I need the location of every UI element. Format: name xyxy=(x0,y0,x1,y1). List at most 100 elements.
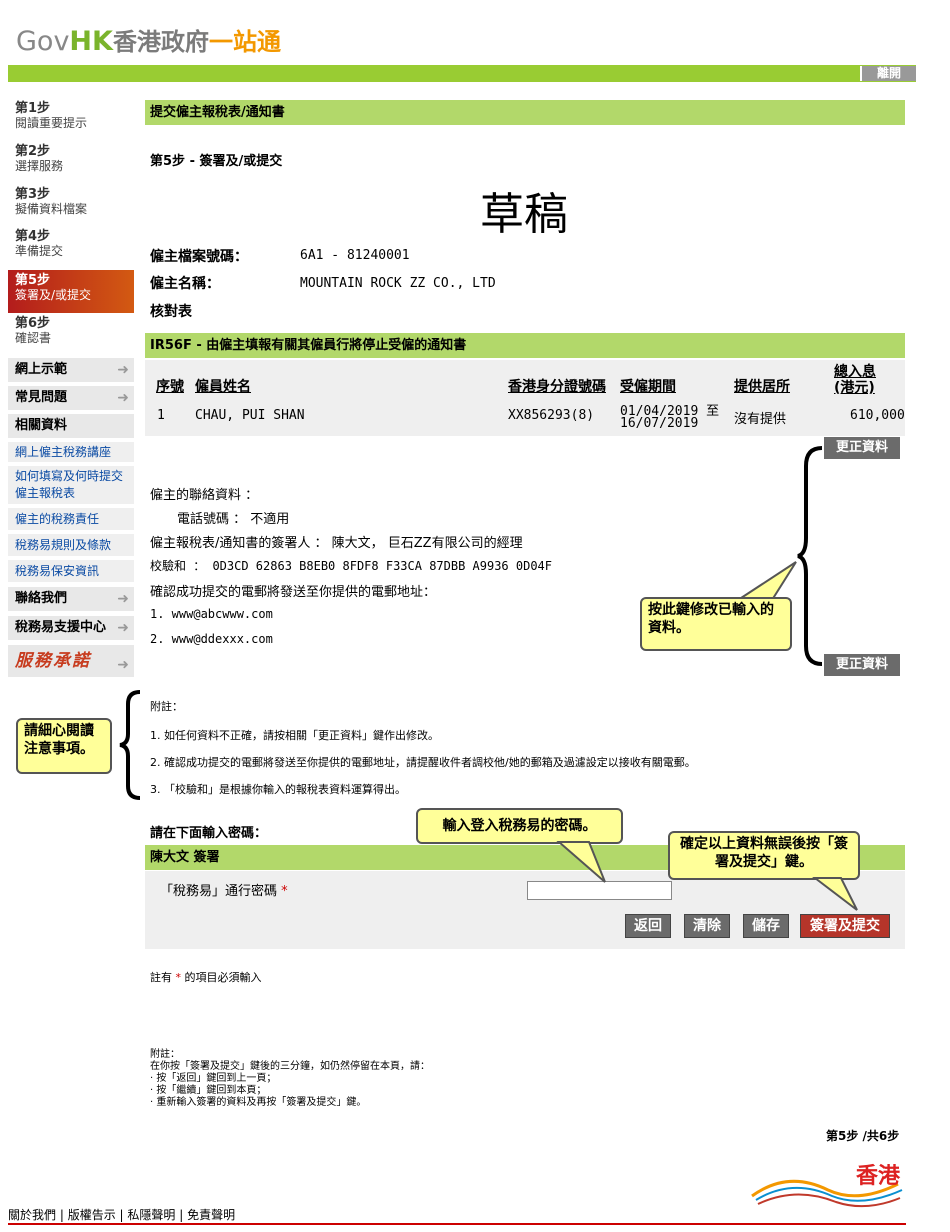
col-header-name: 僱員姓名 xyxy=(195,379,251,395)
footer-links: 關於我們 | 版權告示 | 私隱聲明 | 免責聲明 xyxy=(8,1208,236,1222)
signer-line: 僱主報稅表/通知書的簽署人 ： 陳大文， 巨石ZZ有限公司的經理 xyxy=(150,536,523,551)
nav-support-centre[interactable]: 稅務易支援中心 ➜ xyxy=(8,616,134,642)
clear-button[interactable]: 清除 xyxy=(684,914,730,938)
sidebar-step-1: 第1步閱讀重要提示 xyxy=(8,101,134,141)
required-note-pre: 註有 xyxy=(150,971,172,984)
step-desc: 選擇服務 xyxy=(15,159,64,173)
step-num: 第6步 xyxy=(15,316,51,331)
callout-submit: 確定以上資料無誤後按「簽署及提交」鍵。 xyxy=(668,831,860,880)
col-header-income: 總入息 xyxy=(834,364,876,380)
employee-table xyxy=(145,360,905,436)
phone-line: 電話號碼 ： 不適用 xyxy=(177,512,290,527)
row-name: CHAU, PUI SHAN xyxy=(195,408,305,423)
step-num: 第3步 xyxy=(15,187,51,202)
email-2: 2. www@ddexxx.com xyxy=(150,632,273,646)
password-prompt: 請在下面輸入密碼： xyxy=(150,826,268,841)
required-star: * xyxy=(175,971,182,984)
nav-label: 常見問題 xyxy=(15,390,68,405)
footer-link-copyright[interactable]: 版權告示 xyxy=(67,1208,116,1222)
email-intro: 確認成功提交的電郵將發送至你提供的電郵地址： xyxy=(150,585,437,600)
arrow-icon: ➜ xyxy=(117,657,129,673)
link-employer-tax-seminar[interactable]: 網上僱主稅務講座 xyxy=(8,442,134,464)
sign-submit-button[interactable]: 簽署及提交 xyxy=(800,914,890,938)
brace-left-icon xyxy=(119,690,141,800)
step-heading: 第5步 - 簽署及/或提交 xyxy=(150,154,283,169)
link-employer-tax-duty[interactable]: 僱主的稅務責任 xyxy=(8,508,134,532)
footer-link-privacy[interactable]: 私隱聲明 xyxy=(127,1208,176,1222)
footer-link-about[interactable]: 關於我們 xyxy=(8,1208,57,1222)
nav-contact-us[interactable]: 聯絡我們 ➜ xyxy=(8,587,134,613)
callout-pointer-icon xyxy=(556,841,606,883)
note-3: 3. 「校驗和」是根據你輸入的報稅表資料運算得出。 xyxy=(150,783,406,796)
step-desc: 簽署及/或提交 xyxy=(15,288,92,302)
note-1: 1. 如任何資料不正確，請按相關「更正資料」鍵作出修改。 xyxy=(150,729,439,742)
link-etax-security[interactable]: 稅務易保安資訊 xyxy=(8,560,134,584)
required-note: 註有 * 的項目必須輸入 xyxy=(150,969,262,985)
bottom-note-1: 在你按「簽署及提交」鍵後的三分鐘，如仍然停留在本頁，請： xyxy=(150,1061,430,1072)
top-bar: 離開 xyxy=(8,65,916,82)
col-header-income-unit: (港元) xyxy=(834,380,875,396)
exit-button[interactable]: 離開 xyxy=(860,66,916,81)
sidebar-step-4: 第4步準備提交 xyxy=(8,229,134,269)
brace-right-icon xyxy=(797,446,823,666)
link-etax-terms[interactable]: 稅務易規則及條款 xyxy=(8,534,134,558)
govhk-logo[interactable]: GovHK香港政府一站通 xyxy=(16,22,281,57)
password-input[interactable] xyxy=(527,881,672,900)
step-num: 第1步 xyxy=(15,101,51,116)
nav-related-heading: 相關資料 xyxy=(8,414,134,440)
arrow-icon: ➜ xyxy=(117,620,129,636)
callout-pointer-icon xyxy=(734,561,797,601)
sidebar-step-2: 第2步選擇服務 xyxy=(8,144,134,184)
row-income: 610,000 xyxy=(850,408,905,423)
bottom-note-3: · 按「繼續」鍵回到本頁； xyxy=(150,1085,267,1096)
bottom-notes: 附註： 在你按「簽署及提交」鍵後的三分鐘，如仍然停留在本頁，請： · 按「返回」… xyxy=(150,1049,430,1109)
sidebar-step-5-active: 第5步簽署及/或提交 xyxy=(8,270,134,313)
arrow-icon: ➜ xyxy=(117,362,129,378)
sidebar-step-3: 第3步擬備資料檔案 xyxy=(8,187,134,227)
checksum-line: 校驗和 ： 0D3CD 62863 B8EB0 8FDF8 F33CA 87DB… xyxy=(150,559,553,573)
step-num: 第4步 xyxy=(15,229,51,244)
footer-divider xyxy=(8,1223,906,1225)
brand-hong-kong-dragon-icon xyxy=(751,1179,903,1208)
nav-label: 稅務易支援中心 xyxy=(15,620,107,635)
step-desc: 確認書 xyxy=(15,331,52,345)
page-title-bar: 提交僱主報稅表/通知書 xyxy=(145,100,905,125)
employer-name-value: MOUNTAIN ROCK ZZ CO., LTD xyxy=(300,276,496,291)
nav-service-pledge[interactable]: 服務承諾➜ xyxy=(8,645,134,679)
form-title-bar: IR56F - 由僱主填報有關其僱員行將停止受僱的通知書 xyxy=(145,333,905,358)
arrow-icon: ➜ xyxy=(117,390,129,406)
brand-text: 香港 xyxy=(856,1164,901,1189)
nav-online-demo[interactable]: 網上示範 ➜ xyxy=(8,358,134,384)
arrow-icon: ➜ xyxy=(117,591,129,607)
nav-faq[interactable]: 常見問題 ➜ xyxy=(8,386,134,412)
amend-button-bottom[interactable]: 更正資料 xyxy=(824,654,900,676)
logo-cn-main: 香港政府 xyxy=(112,28,209,56)
nav-label: 相關資料 xyxy=(15,418,68,433)
footer-link-disclaimer[interactable]: 免責聲明 xyxy=(187,1208,236,1222)
logo-gov: Gov xyxy=(16,26,70,57)
bottom-notes-heading: 附註： xyxy=(150,1049,180,1060)
notes-heading: 附註： xyxy=(150,700,183,713)
logo-hk: HK xyxy=(69,26,113,57)
employer-file-value: 6A1 - 81240001 xyxy=(300,248,410,263)
contact-info-label: 僱主的聯絡資料 ： xyxy=(150,488,259,503)
col-header-hkid: 香港身分證號碼 xyxy=(508,379,606,395)
checklist-label: 核對表 xyxy=(150,304,192,320)
callout-pointer-icon xyxy=(812,877,858,911)
employer-file-label: 僱主檔案號碼： xyxy=(150,249,248,265)
nav-label: 網上示範 xyxy=(15,362,68,377)
amend-button-top[interactable]: 更正資料 xyxy=(824,437,900,459)
bottom-note-2: · 按「返回」鍵回到上一頁； xyxy=(150,1073,277,1084)
sidebar-step-6: 第6步確認書 xyxy=(8,316,134,356)
callout-password: 輸入登入稅務易的密碼。 xyxy=(416,808,623,844)
nav-label: 聯絡我們 xyxy=(15,591,68,606)
row-period-from: 01/04/2019 至 xyxy=(620,404,720,419)
row-period-to: 16/07/2019 xyxy=(620,416,699,431)
note-2: 2. 確認成功提交的電郵將發送至你提供的電郵地址，請提醒收件者調校他/她的郵箱及… xyxy=(150,756,696,769)
required-note-post: 的項目必須輸入 xyxy=(184,971,262,984)
back-button[interactable]: 返回 xyxy=(625,914,671,938)
link-how-to-complete[interactable]: 如何填寫及何時提交僱主報稅表 xyxy=(8,466,134,506)
col-header-period: 受僱期間 xyxy=(620,379,676,395)
email-1: 1. www@abcwww.com xyxy=(150,607,273,621)
save-button[interactable]: 儲存 xyxy=(743,914,789,938)
